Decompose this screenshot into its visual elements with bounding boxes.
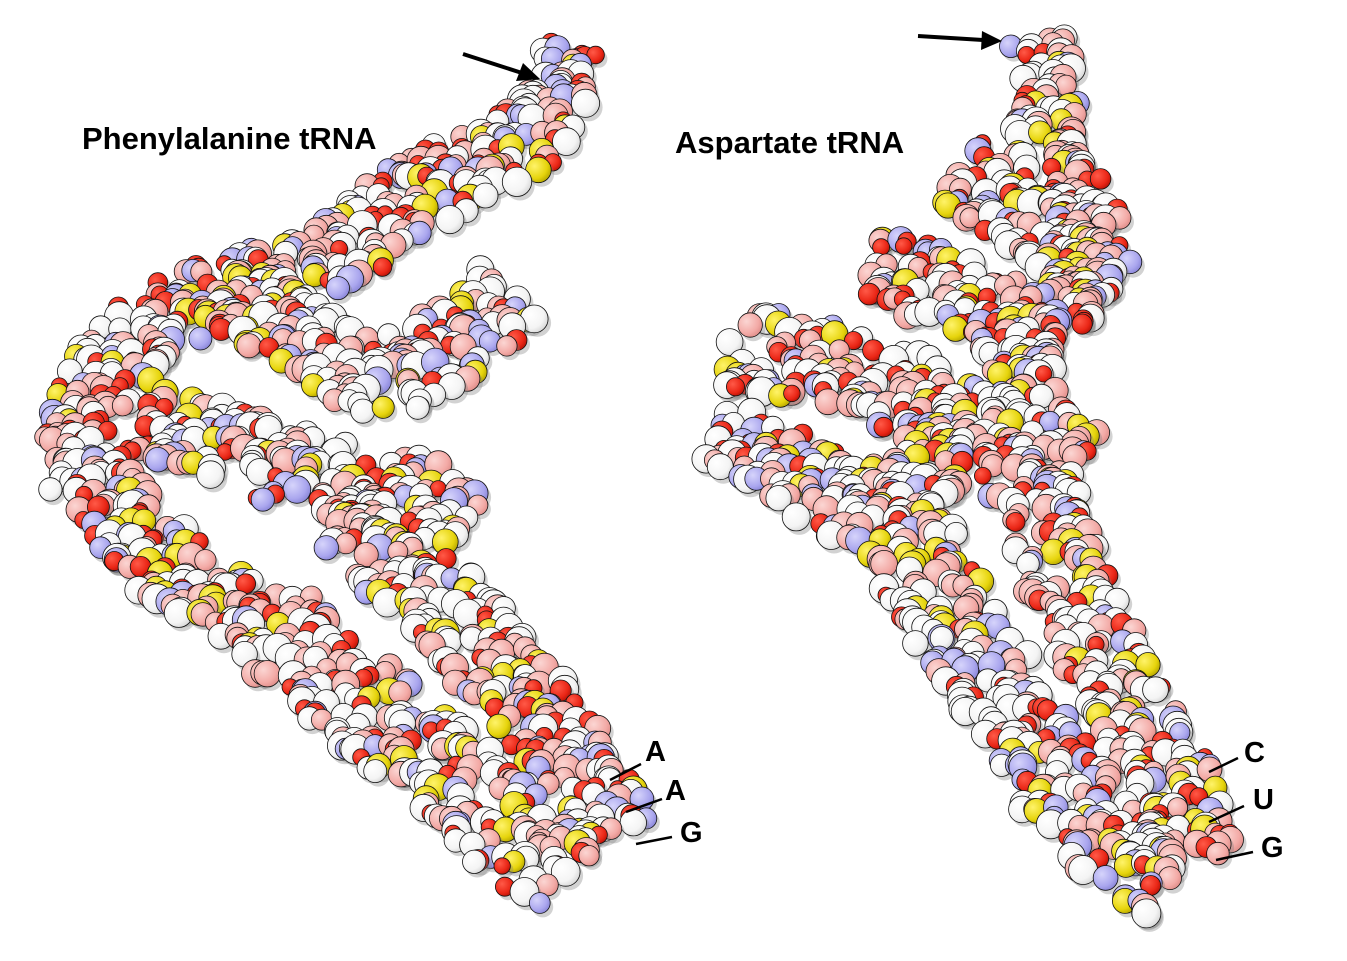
atom-sphere [372,257,393,277]
atom-sphere [236,333,262,359]
atom-sphere [902,630,929,657]
atom-sphere [571,88,601,118]
atom-sphere [528,892,551,914]
atom-sphere [1142,676,1169,703]
atom-sphere [253,660,281,688]
atom-sphere [196,460,225,489]
atom-sphere [1089,168,1112,190]
atom-sphere [313,535,339,561]
atom-sphere [895,237,913,255]
atom-sphere [405,395,430,420]
atom-sphere [145,447,171,473]
atom-sphere [873,416,894,438]
atom-sphere [578,845,600,867]
atom-sphere [472,182,499,209]
atom-sphere [1005,512,1026,532]
atom-sphere [371,395,395,419]
atom-sphere [435,205,465,235]
atom-sphere [973,466,992,485]
atom-sphere [388,680,412,705]
atom-sphere [783,384,801,403]
phenylalanine-trna-molecule [34,32,660,918]
atom-sphere [363,759,388,783]
atom-sphere [486,713,512,739]
atom-sphere [111,394,134,417]
atom-sphere [501,166,533,197]
atom-sphere [726,377,746,397]
atom-sphere [188,326,213,351]
atom-sphere [194,549,217,572]
atom-sphere [496,335,518,357]
atom-sphere [493,857,511,875]
atom-sphere [250,487,275,512]
atom-sphere [462,849,487,874]
atom-sphere [737,312,763,338]
atom-sphere [870,549,898,578]
atom-sphere [350,398,376,424]
atom-sphere [1071,313,1093,335]
atom-sphere [781,502,811,532]
atom-sphere [552,127,581,156]
atom-sphere [325,276,350,301]
atom-sphere [38,477,63,502]
